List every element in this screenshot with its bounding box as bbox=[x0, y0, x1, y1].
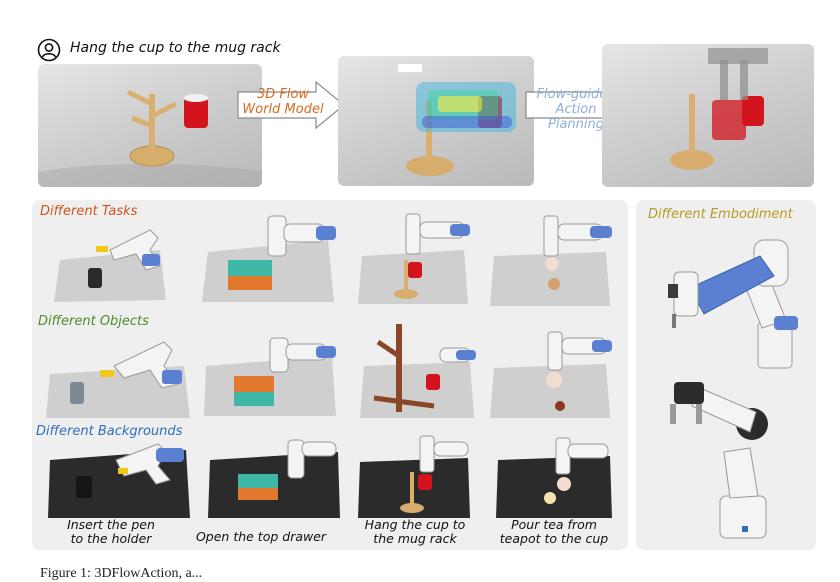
task-drawer-tile bbox=[198, 212, 338, 306]
section-different-objects: Different Objects bbox=[38, 314, 149, 329]
user-avatar-icon bbox=[37, 38, 61, 62]
step2-line1: Flow-guided bbox=[536, 87, 616, 102]
task-teapot-tile bbox=[488, 212, 614, 308]
robot-arm-xarm-image bbox=[650, 232, 810, 372]
task-pen-tile bbox=[50, 220, 170, 305]
object-mug-tile bbox=[356, 320, 478, 420]
object-drawer-tile bbox=[200, 326, 340, 420]
section-different-backgrounds: Different Backgrounds bbox=[36, 424, 183, 439]
background-teapot-tile bbox=[494, 432, 614, 520]
flow-prediction-photo bbox=[338, 56, 534, 186]
object-pen-tile bbox=[44, 330, 194, 420]
section-different-embodiment: Different Embodiment bbox=[648, 207, 793, 222]
caption-insert-pen-line2: to the holder bbox=[70, 531, 152, 546]
flow-world-model-arrow bbox=[236, 80, 346, 130]
caption-hang-cup-line1: Hang the cup to bbox=[364, 517, 466, 532]
caption-insert-pen-line1: Insert the pen bbox=[67, 517, 155, 532]
caption-pour-tea-line2: teapot to the cup bbox=[499, 531, 609, 546]
background-mug-tile bbox=[356, 432, 472, 520]
initial-scene-photo bbox=[38, 64, 262, 187]
caption-open-drawer: Open the top drawer bbox=[195, 529, 327, 544]
task-mug-tile bbox=[354, 210, 472, 306]
robot-arm-franka-image bbox=[660, 376, 810, 542]
caption-pour-tea-line1: Pour tea from bbox=[511, 517, 597, 532]
object-teapot-tile bbox=[488, 326, 614, 420]
instruction-text: Hang the cup to the mug rack bbox=[70, 40, 281, 56]
executed-action-photo bbox=[602, 44, 814, 187]
section-different-tasks: Different Tasks bbox=[40, 204, 138, 219]
background-drawer-tile bbox=[206, 434, 342, 520]
step2-line2: Action Planning bbox=[548, 102, 604, 132]
step1-line2: World Model bbox=[242, 102, 324, 117]
step1-line1: 3D Flow bbox=[256, 87, 310, 102]
caption-hang-cup-line2: the mug rack bbox=[373, 531, 457, 546]
figure-caption: Figure 1: 3DFlowAction, a... bbox=[40, 566, 203, 581]
background-pen-tile bbox=[46, 440, 192, 520]
